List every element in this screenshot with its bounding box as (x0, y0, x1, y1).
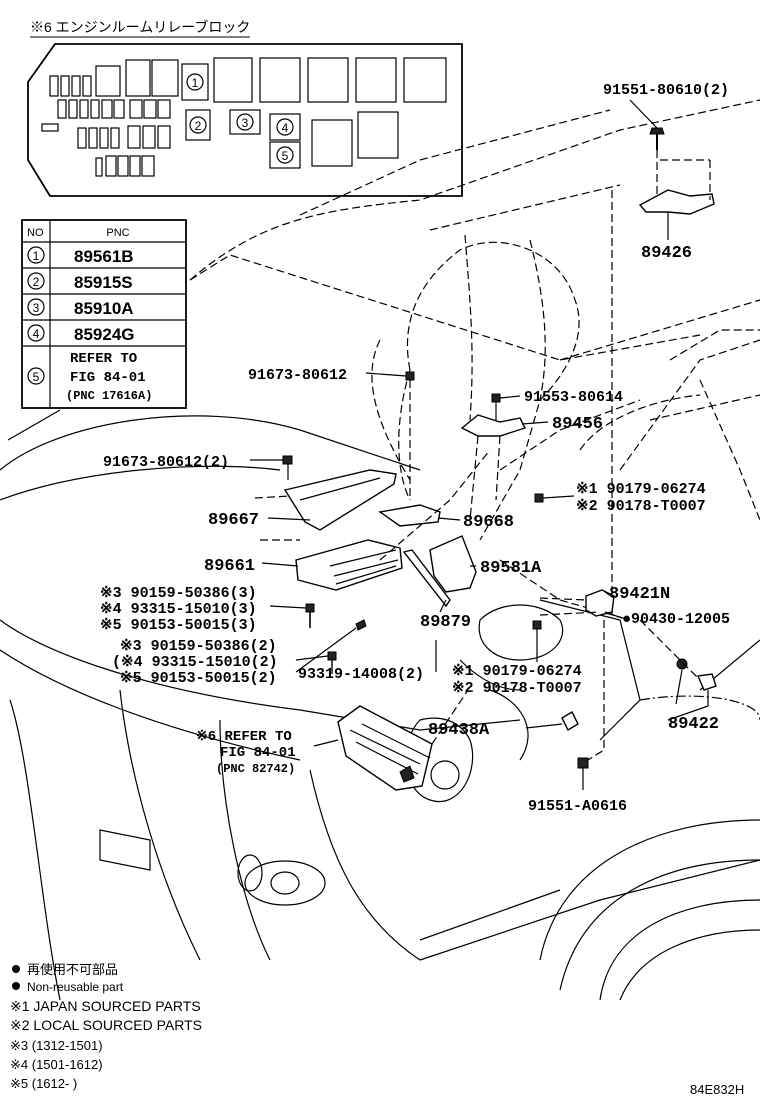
relay-marker-3: 3 (236, 113, 254, 131)
relay-block-title: ※6 エンジンルームリレーブロック (30, 19, 250, 35)
bracket-89456 (460, 414, 526, 437)
svg-text:5: 5 (282, 149, 289, 163)
label-90159-50386-3: ※3 90159-50386(3) (100, 585, 257, 602)
non-reusable-dot-icon (12, 982, 20, 990)
svg-text:1: 1 (192, 76, 199, 90)
pnc-row-no-1: 1 (33, 249, 40, 263)
non-reusable-dot-icon (12, 965, 20, 973)
screw-91673-80612-2 (282, 455, 293, 465)
pnc-row-no-5: 5 (33, 370, 40, 384)
label-89456: 89456 (552, 415, 603, 434)
pnc-row-no-4: 4 (33, 327, 40, 341)
label-89581a: 89581A (480, 559, 542, 578)
screw-91553-80614 (491, 393, 501, 403)
label-89426: 89426 (641, 244, 692, 263)
svg-text:4: 4 (282, 121, 289, 135)
label-91673-80612: 91673-80612 (248, 367, 347, 384)
pnc-header-no: NO (27, 227, 44, 239)
label-89879: 89879 (420, 613, 471, 632)
pnc-row-no-2: 2 (33, 275, 40, 289)
label-ref6-line2: FIG 84-01 (220, 745, 296, 761)
relay-block-82742 (337, 705, 433, 791)
module-89581a (429, 535, 477, 593)
label-90430-12005: ●90430-12005 (622, 611, 730, 628)
label-90179-06274-a: ※1 90179-06274 (576, 481, 706, 498)
leader-lines (250, 99, 709, 747)
label-93315-15010-2: (※4 93315-15010(2) (112, 654, 278, 671)
clip-89438a (561, 711, 579, 731)
nut-90179-06274 (534, 493, 544, 503)
svg-text:2: 2 (195, 119, 202, 133)
nut-90179-06274-b (532, 620, 542, 630)
label-91551-a0616: 91551-A0616 (528, 798, 627, 815)
pnc-row-5-line2: FIG 84-01 (70, 370, 146, 386)
label-89422: 89422 (668, 715, 719, 734)
pnc-row-value-2: 85915S (74, 273, 133, 292)
bolt-set-2b (327, 651, 337, 661)
legend-note-5: ※5 (1612- ) (10, 1076, 77, 1091)
label-89421n: 89421N (609, 585, 670, 604)
label-93315-15010-3: ※4 93315-15010(3) (100, 601, 257, 618)
bolt-91551-80610 (649, 127, 665, 135)
label-89661: 89661 (204, 557, 255, 576)
bolt-set-3 (305, 603, 315, 613)
callout-labels: 91551-80610(2) 89426 91673-80612 91553-8… (100, 82, 730, 815)
relay-marker-2: 2 (189, 116, 207, 134)
relay-block-outline (27, 43, 463, 197)
parts-drawings (254, 127, 717, 791)
sensor-89422 (696, 673, 717, 691)
label-91673-80612-2: 91673-80612(2) (103, 454, 229, 471)
label-90179-06274-b: ※1 90179-06274 (452, 663, 582, 680)
pnc-row-no-3: 3 (33, 301, 40, 315)
label-89668: 89668 (463, 513, 514, 532)
label-89438a: 89438A (428, 721, 490, 740)
cover-89667 (283, 469, 397, 531)
label-90178-t0007-b: ※2 90178-T0007 (452, 680, 582, 697)
pnc-header-pnc: PNC (106, 227, 129, 239)
legend-note-4: ※4 (1501-1612) (10, 1057, 103, 1072)
figure-id: 84E832H (690, 1082, 744, 1097)
screw-91673-80612 (405, 371, 415, 381)
bracket-89879 (402, 549, 451, 608)
pnc-row-value-4: 85924G (74, 325, 135, 344)
relay-marker-4: 4 (276, 118, 294, 136)
relay-marker-1: 1 (186, 73, 204, 91)
vehicle-outline (0, 99, 760, 1001)
legend-note-3: ※3 (1312-1501) (10, 1038, 103, 1053)
label-89667: 89667 (208, 511, 259, 530)
label-90153-50015-2: ※5 90153-50015(2) (120, 670, 277, 687)
legend-non-reusable-jp: 再使用不可部品 (27, 962, 118, 977)
legend-note-2: ※2 LOCAL SOURCED PARTS (10, 1017, 202, 1033)
label-ref6-line1: ※6 REFER TO (196, 729, 292, 745)
label-90178-t0007-a: ※2 90178-T0007 (576, 498, 706, 515)
relay-marker-5: 5 (276, 146, 294, 164)
bracket-89668 (378, 504, 441, 527)
label-ref6-line3: (PNC 82742) (216, 762, 295, 776)
bolt-91551-a0616 (577, 757, 589, 769)
pnc-table: NO PNC 1 89561B 2 85915S 3 85910A 4 8592… (21, 219, 187, 409)
svg-text:3: 3 (242, 116, 249, 130)
label-91551-80610: 91551-80610(2) (603, 82, 729, 99)
legend-note-1: ※1 JAPAN SOURCED PARTS (10, 998, 201, 1014)
pnc-row-value-3: 85910A (74, 299, 134, 318)
bolt-set-2a (355, 619, 367, 631)
legend: 再使用不可部品 Non-reusable part ※1 JAPAN SOURC… (10, 962, 202, 1091)
pnc-row-5-line3: (PNC 17616A) (66, 389, 152, 403)
relay-block-inset: ※6 エンジンルームリレーブロック (27, 19, 463, 197)
pnc-row-5-line1: REFER TO (70, 351, 137, 367)
label-93319-14008: 93319-14008(2) (298, 666, 424, 683)
sensor-89421n (585, 589, 615, 617)
bracket-89426 (638, 189, 715, 215)
legend-non-reusable-en: Non-reusable part (27, 980, 124, 994)
label-90159-50386-2: ※3 90159-50386(2) (120, 638, 277, 655)
washer-90430-12005 (676, 658, 688, 670)
label-91553-80614: 91553-80614 (524, 389, 623, 406)
label-90153-50015-3: ※5 90153-50015(3) (100, 617, 257, 634)
pnc-row-value-1: 89561B (74, 247, 134, 266)
ecu-89661 (295, 539, 403, 591)
